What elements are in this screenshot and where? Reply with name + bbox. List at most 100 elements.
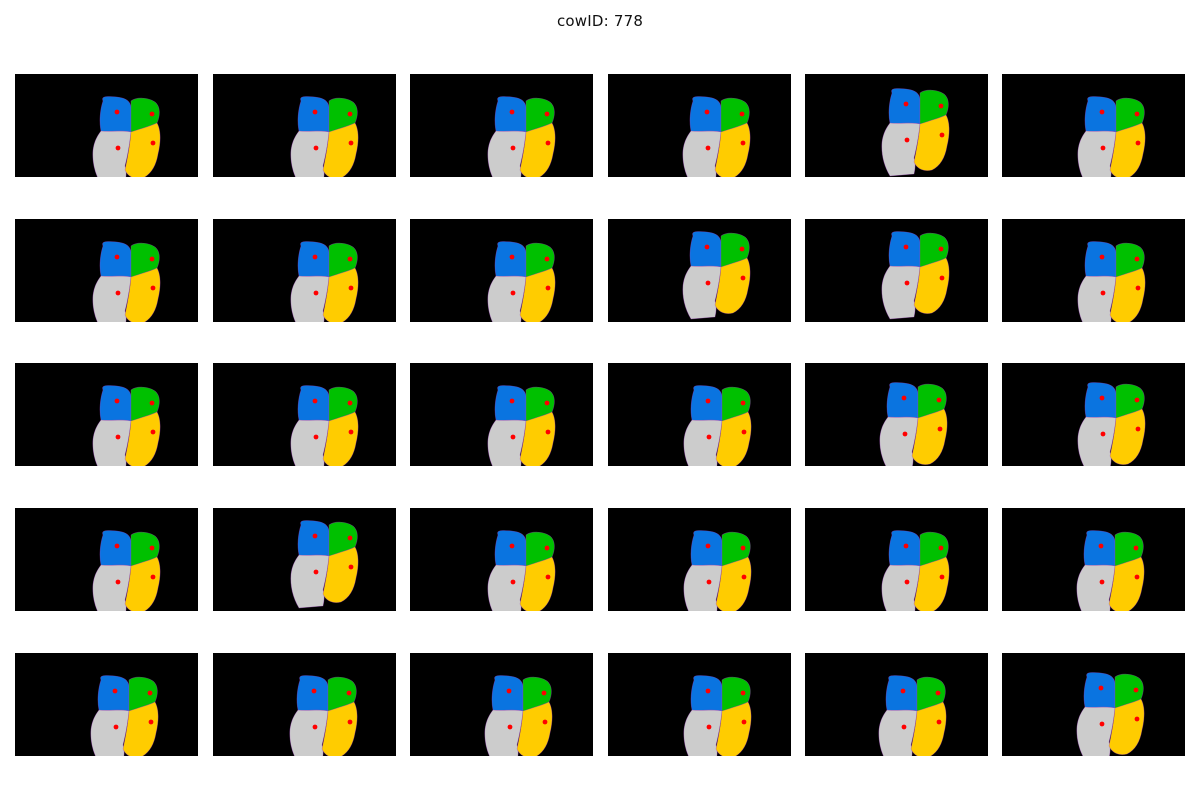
rear-right-quarter bbox=[911, 408, 948, 465]
figure-title: cowID: 778 bbox=[556, 12, 644, 30]
front-left-quarter bbox=[99, 96, 132, 133]
rear-left-quarter bbox=[881, 122, 921, 177]
segmentation-panel bbox=[1002, 219, 1185, 322]
rear-right-quarter bbox=[714, 257, 751, 314]
front-right-keypoint bbox=[347, 256, 353, 262]
front-right-keypoint bbox=[739, 111, 745, 117]
front-right-keypoint bbox=[935, 690, 941, 696]
front-left-keypoint bbox=[312, 533, 318, 539]
front-left-quarter bbox=[689, 96, 722, 133]
segmentation-panel bbox=[1002, 74, 1185, 177]
rear-right-keypoint bbox=[1135, 285, 1141, 291]
segmentation-panel bbox=[608, 74, 791, 177]
udder-mask-image bbox=[1002, 363, 1185, 466]
rear-left-quarter bbox=[92, 564, 132, 611]
rear-right-quarter bbox=[715, 411, 752, 466]
segmentation-panel bbox=[213, 653, 396, 756]
udder-mask-image bbox=[15, 653, 198, 756]
rear-right-keypoint bbox=[740, 275, 746, 281]
udder-mask-image bbox=[805, 508, 988, 611]
rear-right-quarter bbox=[322, 122, 359, 177]
rear-left-quarter bbox=[487, 130, 527, 177]
rear-right-keypoint bbox=[542, 719, 548, 725]
front-right-keypoint bbox=[936, 397, 942, 403]
segmentation-panel bbox=[410, 74, 593, 177]
front-right-keypoint bbox=[1134, 111, 1140, 117]
segmentation-panel bbox=[15, 74, 198, 177]
rear-left-quarter bbox=[881, 564, 921, 611]
segmentation-panel bbox=[1002, 508, 1185, 611]
udder-mask-image bbox=[15, 363, 198, 466]
rear-left-quarter bbox=[1076, 564, 1116, 611]
rear-right-keypoint bbox=[1134, 574, 1140, 580]
udder-mask-image bbox=[608, 653, 791, 756]
front-left-quarter bbox=[886, 382, 919, 419]
front-left-keypoint bbox=[114, 543, 120, 549]
front-left-keypoint bbox=[506, 688, 512, 694]
front-left-quarter bbox=[885, 675, 918, 712]
rear-left-keypoint bbox=[115, 579, 121, 585]
front-left-quarter bbox=[297, 520, 330, 557]
rear-left-quarter bbox=[487, 564, 527, 611]
front-left-quarter bbox=[1083, 530, 1116, 567]
front-left-quarter bbox=[99, 530, 132, 567]
rear-right-keypoint bbox=[545, 140, 551, 146]
rear-left-keypoint bbox=[313, 290, 319, 296]
front-left-quarter bbox=[494, 530, 527, 567]
udder-mask-image bbox=[608, 508, 791, 611]
rear-left-keypoint bbox=[1100, 290, 1106, 296]
front-left-keypoint bbox=[1099, 254, 1105, 260]
front-left-keypoint bbox=[509, 398, 515, 404]
front-right-keypoint bbox=[544, 111, 550, 117]
rear-right-quarter bbox=[519, 267, 556, 322]
front-left-quarter bbox=[99, 385, 132, 422]
front-left-quarter bbox=[690, 530, 723, 567]
rear-right-keypoint bbox=[150, 140, 156, 146]
rear-left-keypoint bbox=[904, 579, 910, 585]
rear-right-quarter bbox=[519, 556, 556, 611]
rear-left-keypoint bbox=[510, 579, 516, 585]
rear-left-quarter bbox=[879, 416, 919, 466]
front-left-keypoint bbox=[311, 688, 317, 694]
rear-left-quarter bbox=[92, 419, 132, 466]
front-right-keypoint bbox=[938, 246, 944, 252]
front-right-keypoint bbox=[149, 111, 155, 117]
segmentation-panel bbox=[410, 219, 593, 322]
segmentation-panel bbox=[15, 653, 198, 756]
rear-left-keypoint bbox=[904, 280, 910, 286]
front-left-keypoint bbox=[704, 244, 710, 250]
front-right-keypoint bbox=[544, 545, 550, 551]
rear-left-quarter bbox=[487, 275, 527, 322]
rear-right-quarter bbox=[519, 411, 556, 466]
rear-left-keypoint bbox=[510, 434, 516, 440]
segmentation-panel bbox=[15, 219, 198, 322]
front-left-keypoint bbox=[1098, 685, 1104, 691]
rear-right-keypoint bbox=[1134, 716, 1140, 722]
rear-right-quarter bbox=[1109, 122, 1146, 177]
rear-left-quarter bbox=[682, 130, 722, 177]
udder-mask-image bbox=[608, 219, 791, 322]
front-right-keypoint bbox=[739, 246, 745, 252]
rear-left-keypoint bbox=[313, 434, 319, 440]
front-left-quarter bbox=[888, 88, 921, 125]
udder-mask-image bbox=[1002, 508, 1185, 611]
segmentation-panel bbox=[410, 363, 593, 466]
udder-mask-image bbox=[213, 363, 396, 466]
rear-right-keypoint bbox=[348, 564, 354, 570]
rear-left-quarter bbox=[1077, 275, 1117, 322]
rear-right-quarter bbox=[1109, 408, 1146, 465]
udder-mask-image bbox=[15, 508, 198, 611]
rear-right-quarter bbox=[124, 122, 161, 177]
rear-left-keypoint bbox=[312, 724, 318, 730]
udder-mask-image bbox=[213, 74, 396, 177]
front-left-quarter bbox=[690, 385, 723, 422]
front-left-quarter bbox=[297, 241, 330, 278]
front-left-keypoint bbox=[1098, 543, 1104, 549]
front-left-keypoint bbox=[114, 254, 120, 260]
rear-right-quarter bbox=[913, 556, 950, 611]
rear-left-keypoint bbox=[706, 724, 712, 730]
rear-left-quarter bbox=[289, 709, 329, 756]
front-left-keypoint bbox=[509, 543, 515, 549]
segmentation-panel bbox=[805, 653, 988, 756]
rear-right-keypoint bbox=[741, 574, 747, 580]
